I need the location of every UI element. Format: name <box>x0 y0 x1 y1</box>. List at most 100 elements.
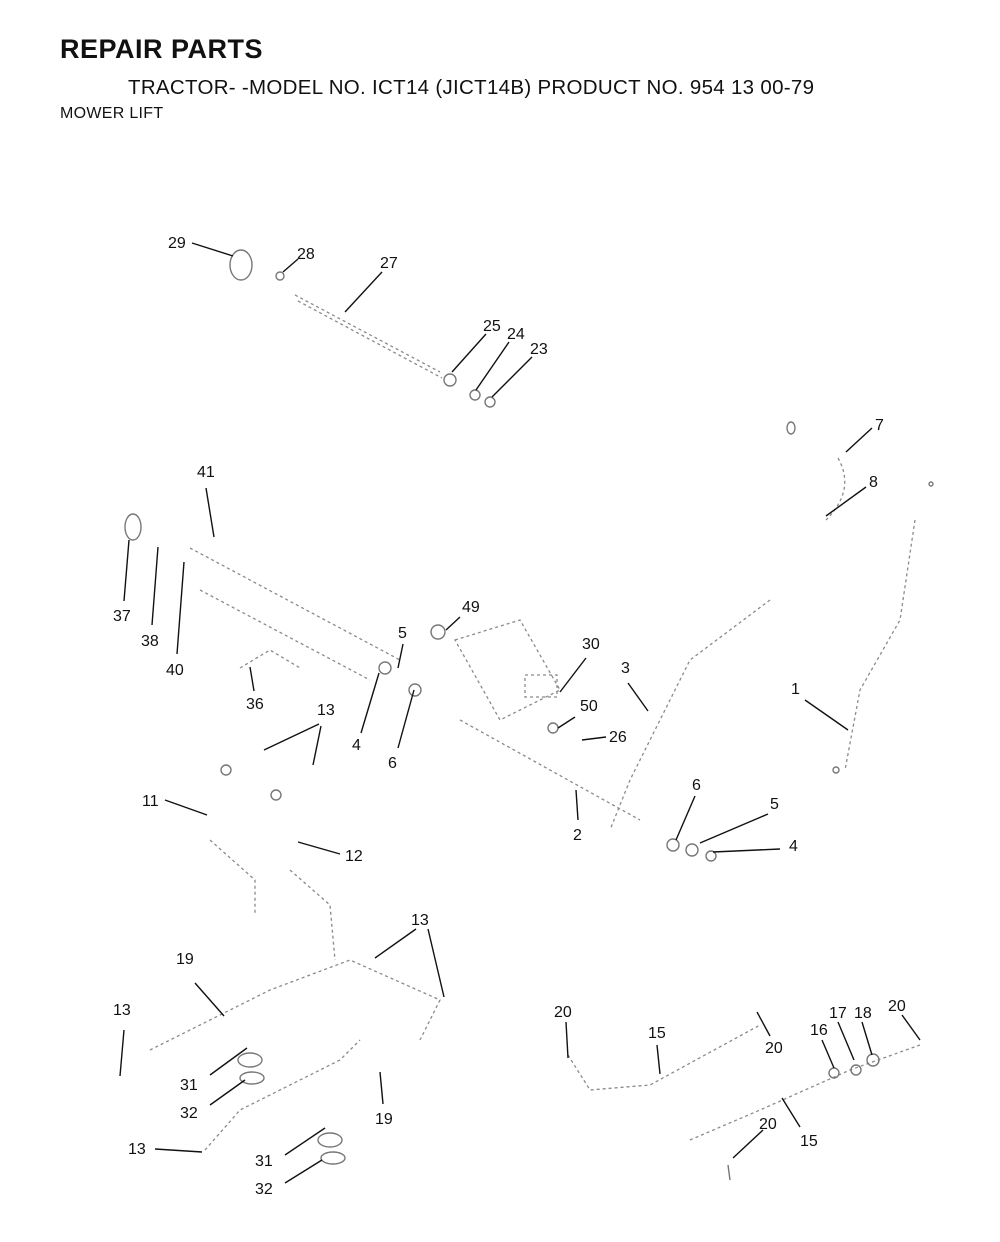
callout-28: 28 <box>297 246 315 263</box>
handle-drawing <box>189 547 401 661</box>
callout-8: 8 <box>869 474 878 491</box>
part-28-drawing <box>275 271 285 281</box>
leader-13f <box>154 1148 203 1153</box>
callout-23: 23 <box>530 341 548 358</box>
leader-23 <box>491 356 533 398</box>
part-27-drawing <box>294 294 441 373</box>
part-24-drawing <box>469 389 481 401</box>
handle-drawing-b <box>199 589 371 681</box>
callout-29: 29 <box>168 235 186 252</box>
callout-30: 30 <box>582 636 600 653</box>
leader-7 <box>845 427 873 453</box>
page-title: REPAIR PARTS <box>60 34 264 64</box>
leader-20a <box>565 1021 569 1059</box>
callout-49: 49 <box>462 599 480 616</box>
leader-6b <box>675 795 696 841</box>
part-5a-drawing <box>378 661 392 675</box>
part-25-drawing <box>443 373 457 387</box>
leader-19b <box>379 1071 384 1105</box>
part-1-drawing-b <box>609 599 771 831</box>
part-drawings <box>124 249 934 1181</box>
callout-50: 50 <box>580 698 598 715</box>
leader-41 <box>205 487 215 538</box>
callout-6: 6 <box>388 755 397 772</box>
part-27-drawing-b <box>297 300 443 379</box>
part-23-drawing <box>484 396 496 408</box>
callout-12: 12 <box>345 848 363 865</box>
leader-6a <box>397 689 415 749</box>
leader-4a <box>360 672 380 734</box>
leader-3 <box>627 682 649 712</box>
callout-13c: 13 <box>113 1002 131 1019</box>
leader-5b <box>699 813 769 844</box>
leader-20b <box>756 1011 771 1037</box>
leader-25 <box>451 333 487 373</box>
leader-20c <box>901 1014 921 1041</box>
callout-17: 17 <box>829 1005 847 1022</box>
leader-13d <box>427 928 445 998</box>
callout-11: 11 <box>142 793 159 810</box>
part-2-plate-drawing <box>454 619 561 721</box>
leader-36 <box>249 666 255 692</box>
leader-19a <box>194 982 225 1017</box>
leader-17 <box>837 1021 855 1061</box>
leader-32b <box>284 1159 323 1184</box>
part-32b-drawing <box>320 1151 346 1165</box>
part-31b-drawing <box>317 1132 343 1148</box>
part-19a-drawing <box>149 959 441 1051</box>
leader-30 <box>559 657 587 693</box>
callout-20: 20 <box>554 1004 572 1021</box>
leader-31a <box>209 1047 248 1076</box>
leader-49 <box>445 616 461 631</box>
leader-24 <box>475 341 510 391</box>
leader-15b <box>781 1097 801 1128</box>
part-19b-drawing <box>204 1039 361 1151</box>
callout-20b: 20 <box>888 998 906 1015</box>
part-37-drawing <box>124 513 142 541</box>
leader-1 <box>804 699 849 731</box>
callout-32: 32 <box>180 1105 198 1122</box>
leader-27 <box>344 271 383 313</box>
callout-5b: 5 <box>770 796 779 813</box>
callout-6b: 6 <box>692 777 701 794</box>
leader-13a <box>263 723 320 751</box>
callout-24: 24 <box>507 326 525 343</box>
part-32a-drawing <box>239 1071 265 1085</box>
part-15b-drawing <box>689 1044 921 1141</box>
leader-29 <box>191 242 234 257</box>
part-13a-drawing <box>220 764 232 776</box>
callout-1: 1 <box>791 681 800 698</box>
part-15a-drawing <box>567 1024 761 1091</box>
callout-15b: 15 <box>800 1133 818 1150</box>
leader-15a <box>656 1044 661 1075</box>
leader-12 <box>297 841 341 855</box>
callout-32b: 32 <box>255 1181 273 1198</box>
leader-2 <box>575 789 579 821</box>
leader-38 <box>151 546 159 626</box>
leader-13b <box>312 725 322 766</box>
leader-4b <box>712 848 781 853</box>
part-17-drawing <box>850 1064 862 1076</box>
callout-16: 16 <box>810 1022 828 1039</box>
part-6a-drawing <box>408 683 422 697</box>
callout-41: 41 <box>197 464 215 481</box>
part-dot-drawing <box>928 481 934 487</box>
leader-50 <box>557 716 576 729</box>
model-subtitle: TRACTOR- -MODEL NO. ICT14 (JICT14B) PROD… <box>128 76 815 99</box>
section-title: MOWER LIFT <box>60 105 164 122</box>
callout-4: 4 <box>352 737 361 754</box>
part-36-drawing <box>239 649 301 669</box>
callout-40: 40 <box>166 662 184 679</box>
part-4b-drawing <box>705 850 717 862</box>
leader-26 <box>581 736 607 741</box>
part-30-drawing <box>524 674 558 698</box>
callout-13d: 13 <box>128 1141 146 1158</box>
leader-40 <box>176 561 185 655</box>
leader-5a <box>397 643 404 669</box>
callout-4b: 4 <box>789 838 798 855</box>
leader-13e <box>119 1029 125 1077</box>
leader-18 <box>861 1021 873 1056</box>
part-13b-drawing <box>270 789 282 801</box>
callout-36: 36 <box>246 696 264 713</box>
